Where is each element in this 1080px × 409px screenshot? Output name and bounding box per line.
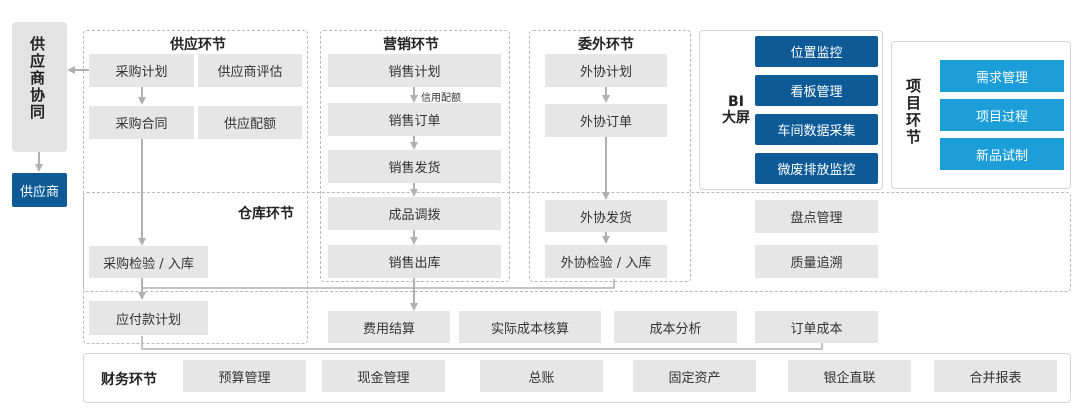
credit-quota-note: 信用配额	[421, 93, 461, 104]
purchase-contract-box: 采购合同	[89, 106, 194, 139]
purchase-inspect-box: 采购检验 / 入库	[89, 246, 208, 278]
supply-section-frame	[83, 30, 308, 344]
finance-ledger-box: 总账	[480, 360, 603, 392]
bi-workshop-data: 车间数据采集	[755, 114, 878, 145]
supplier-node: 供应商	[12, 173, 67, 207]
finance-cash-box: 现金管理	[322, 360, 445, 392]
outsource-plan-box: 外协计划	[545, 54, 667, 87]
bi-board-management: 看板管理	[755, 75, 878, 106]
bi-title: BI 大屏	[722, 94, 750, 126]
sales-plan-box: 销售计划	[328, 54, 501, 87]
outsource-inspect-box: 外协检验 / 入库	[545, 245, 667, 278]
bi-section-frame	[699, 30, 883, 190]
payable-plan-box: 应付款计划	[89, 301, 208, 335]
marketing-section-frame	[320, 30, 510, 282]
actual-cost-box: 实际成本核算	[459, 311, 601, 343]
sales-order-box: 销售订单	[328, 103, 501, 136]
bi-position-monitor: 位置监控	[755, 36, 878, 67]
supplier-collab-title: 供应商协同	[28, 36, 46, 121]
finance-section-frame	[83, 353, 1071, 403]
supplier-eval-box: 供应商评估	[198, 54, 302, 87]
quality-trace-box: 质量追溯	[755, 245, 878, 278]
outsource-order-box: 外协订单	[545, 104, 667, 137]
purchase-plan-box: 采购计划	[89, 54, 194, 87]
project-trial-box: 新品试制	[940, 138, 1064, 170]
finance-budget-box: 预算管理	[183, 360, 306, 392]
warehouse-title: 仓库环节	[238, 206, 294, 222]
project-section-frame	[891, 41, 1071, 189]
sales-shipment-box: 销售发货	[328, 150, 501, 183]
supplier-collab-panel	[12, 22, 67, 152]
sales-outbound-box: 销售出库	[328, 245, 501, 278]
order-cost-box: 订单成本	[755, 311, 878, 343]
outsourcing-title: 委外环节	[578, 37, 634, 53]
outsourcing-section-frame	[529, 30, 691, 282]
marketing-title: 营销环节	[383, 37, 439, 53]
inventory-check-box: 盘点管理	[755, 200, 878, 233]
product-transfer-box: 成品调拨	[328, 197, 501, 230]
supply-quota-box: 供应配额	[198, 106, 302, 139]
finance-title: 财务环节	[101, 372, 157, 388]
bi-emission-monitor: 微废排放监控	[755, 153, 878, 184]
cost-analysis-box: 成本分析	[614, 311, 737, 343]
finance-consolidation-box: 合并报表	[934, 360, 1057, 392]
project-requirement-box: 需求管理	[940, 60, 1064, 92]
finance-bank-box: 银企直联	[788, 360, 911, 392]
expense-settlement-box: 费用结算	[328, 311, 450, 343]
outsource-ship-box: 外协发货	[545, 200, 667, 232]
bi-title-line1: BI	[728, 94, 744, 110]
bi-title-line2: 大屏	[722, 110, 750, 126]
supply-title: 供应环节	[170, 37, 226, 53]
project-process-box: 项目过程	[940, 99, 1064, 131]
warehouse-section-frame	[83, 192, 1071, 292]
project-title: 项目环节	[904, 78, 922, 146]
finance-assets-box: 固定资产	[633, 360, 756, 392]
